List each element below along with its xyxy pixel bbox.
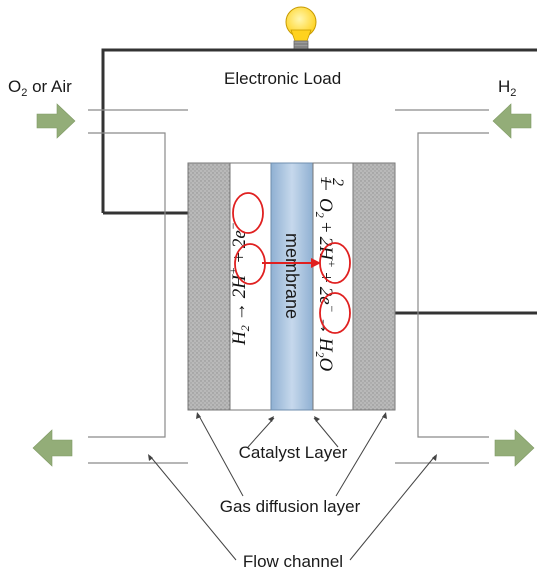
electronic-load-label: Electronic Load bbox=[224, 69, 341, 88]
membrane-label: membrane bbox=[282, 233, 302, 319]
anode-catalyst-layer bbox=[229, 162, 272, 411]
hydrogen-inlet-arrow-icon bbox=[492, 103, 532, 139]
flow-channel-label: Flow channel bbox=[243, 552, 343, 571]
flow-channel-leaders bbox=[149, 455, 436, 561]
oxygen-outlet-arrow-icon bbox=[32, 429, 73, 467]
membrane bbox=[270, 162, 314, 411]
light-bulb-icon bbox=[285, 6, 317, 51]
catalyst-layer-leaders bbox=[247, 417, 339, 448]
cathode-flow-channel bbox=[88, 109, 188, 464]
hydrogen-inlet-label: H2 bbox=[498, 77, 516, 99]
oxygen-inlet-arrow-icon bbox=[36, 103, 76, 139]
anode-flow-channel bbox=[395, 109, 489, 464]
catalyst-layer-label: Catalyst Layer bbox=[239, 443, 348, 462]
hydrogen-outlet-arrow-icon bbox=[494, 429, 535, 467]
cathode-electron-ring bbox=[319, 292, 351, 334]
anode-equation: H2→2H++2e− bbox=[226, 222, 252, 346]
anode-gas-diffusion-layer bbox=[352, 162, 396, 411]
proton-transfer-arrow bbox=[262, 258, 321, 268]
leader-arrowheads bbox=[148, 412, 437, 461]
cathode-gas-diffusion-layer bbox=[187, 162, 231, 411]
cathode-fraction-denominator: 2 bbox=[329, 178, 346, 186]
gas-diffusion-layer-leaders bbox=[197, 413, 386, 497]
cathode-catalyst-layer bbox=[312, 162, 354, 411]
oxygen-inlet-label: O2 or Air bbox=[8, 77, 72, 99]
gas-diffusion-layer-label: Gas diffusion layer bbox=[220, 497, 361, 516]
anode-electron-ring bbox=[232, 192, 264, 234]
